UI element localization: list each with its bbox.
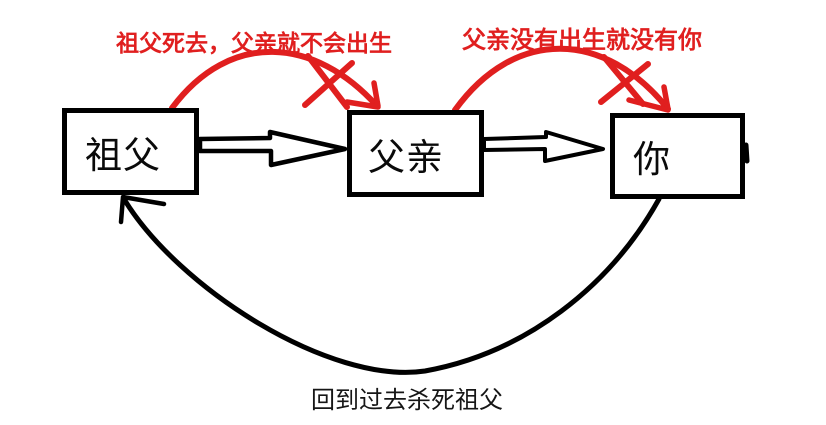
annotation-grandfather-dies: 祖父死去，父亲就不会出生 (116, 30, 392, 56)
node-father-label: 父亲 (368, 136, 444, 178)
time-travel-loop-arc (121, 196, 662, 375)
node-you-label: 你 (633, 139, 671, 180)
node-grandfather-label: 祖父 (85, 134, 161, 176)
block-arrow-grandfather-to-father (197, 129, 348, 168)
annotation-go-back-kill-grandfather: 回到过去杀死祖父 (311, 387, 503, 414)
red-cross-x-icon-right (598, 54, 651, 107)
loop-arrowhead-grandfather-icon (118, 194, 167, 225)
red-arc-father-to-you (452, 45, 671, 113)
annotation-father-unborn: 父亲没有出生就没有你 (462, 27, 702, 54)
red-arrowhead-father-icon (344, 80, 381, 110)
node-father: 父亲 (347, 110, 484, 197)
node-grandfather: 祖父 (62, 108, 199, 195)
red-cross-x-icon-left (302, 53, 355, 110)
node-you: 你 (610, 113, 745, 199)
block-arrow-father-to-you (482, 130, 605, 163)
red-arrowhead-you-icon (626, 84, 671, 113)
red-arc-grandfather-to-father (169, 48, 380, 111)
stray-pen-mark (743, 142, 750, 164)
